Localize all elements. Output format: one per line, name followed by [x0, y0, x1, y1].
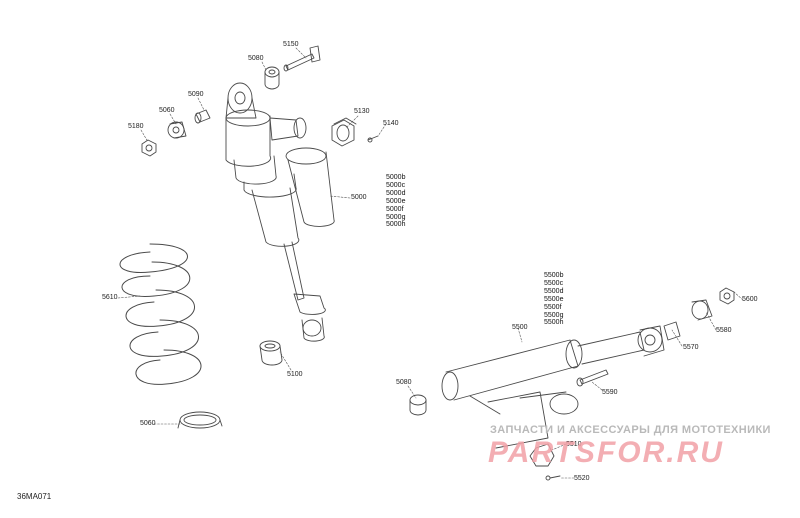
- leader-lines: [117, 47, 744, 479]
- rear-shock-body: [441, 325, 665, 401]
- callout-5510: 5510: [566, 441, 582, 448]
- callout-5520: 5520: [574, 475, 590, 482]
- variant-5000d: 5000d: [386, 189, 406, 197]
- screw-5140: [367, 135, 379, 143]
- callout-5610: 5610: [102, 294, 118, 301]
- callout-5100: 5100: [287, 371, 303, 378]
- screw-5520: [545, 475, 561, 481]
- nut-5180: [141, 139, 157, 157]
- nut-5600: [719, 287, 735, 305]
- front-shock-assembly: [141, 45, 379, 366]
- washer-5060: [167, 121, 187, 139]
- variant-5500c: 5500c: [544, 279, 564, 287]
- rear-shock-reservoir: [469, 391, 579, 449]
- variant-5000c: 5000c: [386, 181, 406, 189]
- callout-5000: 5000: [351, 194, 367, 201]
- variant-5000e: 5000e: [386, 197, 406, 205]
- bolt-5590: [576, 369, 609, 387]
- retainer-ring-5060: [177, 411, 223, 429]
- adjuster-5130: [331, 117, 357, 147]
- variants-5000-list: 5000b 5000c 5000d 5000e 5000f 5000g 5000…: [386, 174, 405, 229]
- callout-5060: 5060: [159, 107, 175, 114]
- callout-5580: 5580: [716, 327, 732, 334]
- callout-5080-top: 5080: [248, 55, 264, 62]
- callout-5500: 5500: [512, 324, 528, 331]
- shock-reservoir: [269, 117, 335, 227]
- watermark-tagline: ЗАПЧАСТИ И АКСЕССУАРЫ ДЛЯ МОТОТЕХНИКИ: [490, 424, 771, 436]
- callout-5570: 5570: [683, 344, 699, 351]
- callout-5090: 5090: [188, 91, 204, 98]
- variant-5500b: 5500b: [544, 272, 564, 279]
- variant-5000b: 5000b: [386, 174, 406, 181]
- shock-top-eye: [225, 82, 257, 119]
- bolt-5150: [283, 45, 321, 72]
- callout-5150: 5150: [283, 41, 299, 48]
- variants-5500-list: 5500b 5500c 5500d 5500e 5500f 5500g 5500…: [544, 272, 563, 327]
- callout-5130: 5130: [354, 108, 370, 115]
- callout-5600: 5600: [742, 296, 758, 303]
- bushing-5080-top: [264, 66, 280, 90]
- callout-5180: 5180: [128, 123, 144, 130]
- callout-5590: 5590: [602, 389, 618, 396]
- callout-5060-bottom: 5060: [140, 420, 156, 427]
- bushing-5100: [259, 340, 283, 366]
- spring-5610: [119, 243, 202, 385]
- bushing-5090: [194, 109, 211, 124]
- bushing-5580: [691, 299, 713, 321]
- bushing-5570: [663, 321, 681, 341]
- variant-5000h: 5000h: [386, 221, 406, 229]
- variant-5500h: 5500h: [544, 319, 564, 327]
- adjuster-5510: [529, 443, 555, 467]
- callout-5080-right: 5080: [396, 379, 412, 386]
- variant-5500g: 5500g: [544, 311, 564, 319]
- callout-5140: 5140: [383, 120, 399, 127]
- variant-5500d: 5500d: [544, 287, 564, 295]
- variant-5500e: 5500e: [544, 295, 564, 303]
- rear-shock-assembly: [409, 287, 735, 481]
- variant-5000f: 5000f: [386, 205, 404, 213]
- shock-main-body: [225, 109, 300, 247]
- variant-5500f: 5500f: [544, 303, 562, 311]
- shock-shaft: [283, 241, 326, 342]
- figure-code: 36MA071: [17, 492, 52, 501]
- watermark-logo: PARTSFOR.RU: [488, 436, 724, 469]
- bushing-5080-right: [409, 394, 427, 416]
- variant-5000g: 5000g: [386, 213, 406, 221]
